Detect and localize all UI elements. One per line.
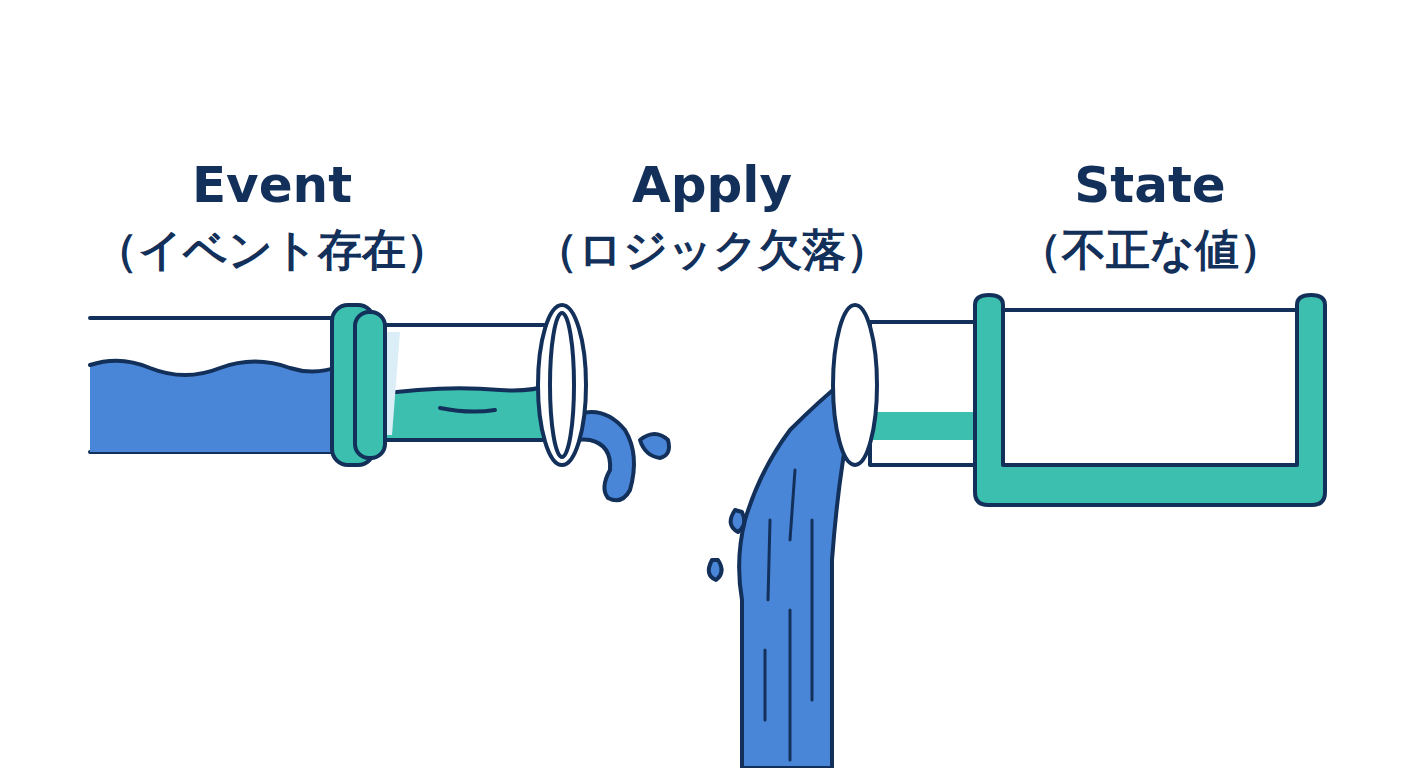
stage-subtitle: （不正な値） xyxy=(1018,226,1283,274)
stage-title: Event xyxy=(192,158,352,213)
stage-subtitle: （ロジック欠落） xyxy=(534,226,890,274)
stage-title: Apply xyxy=(632,158,792,213)
stage-subtitle: （イベント存在） xyxy=(94,226,450,274)
stage-title: State xyxy=(1074,158,1225,213)
